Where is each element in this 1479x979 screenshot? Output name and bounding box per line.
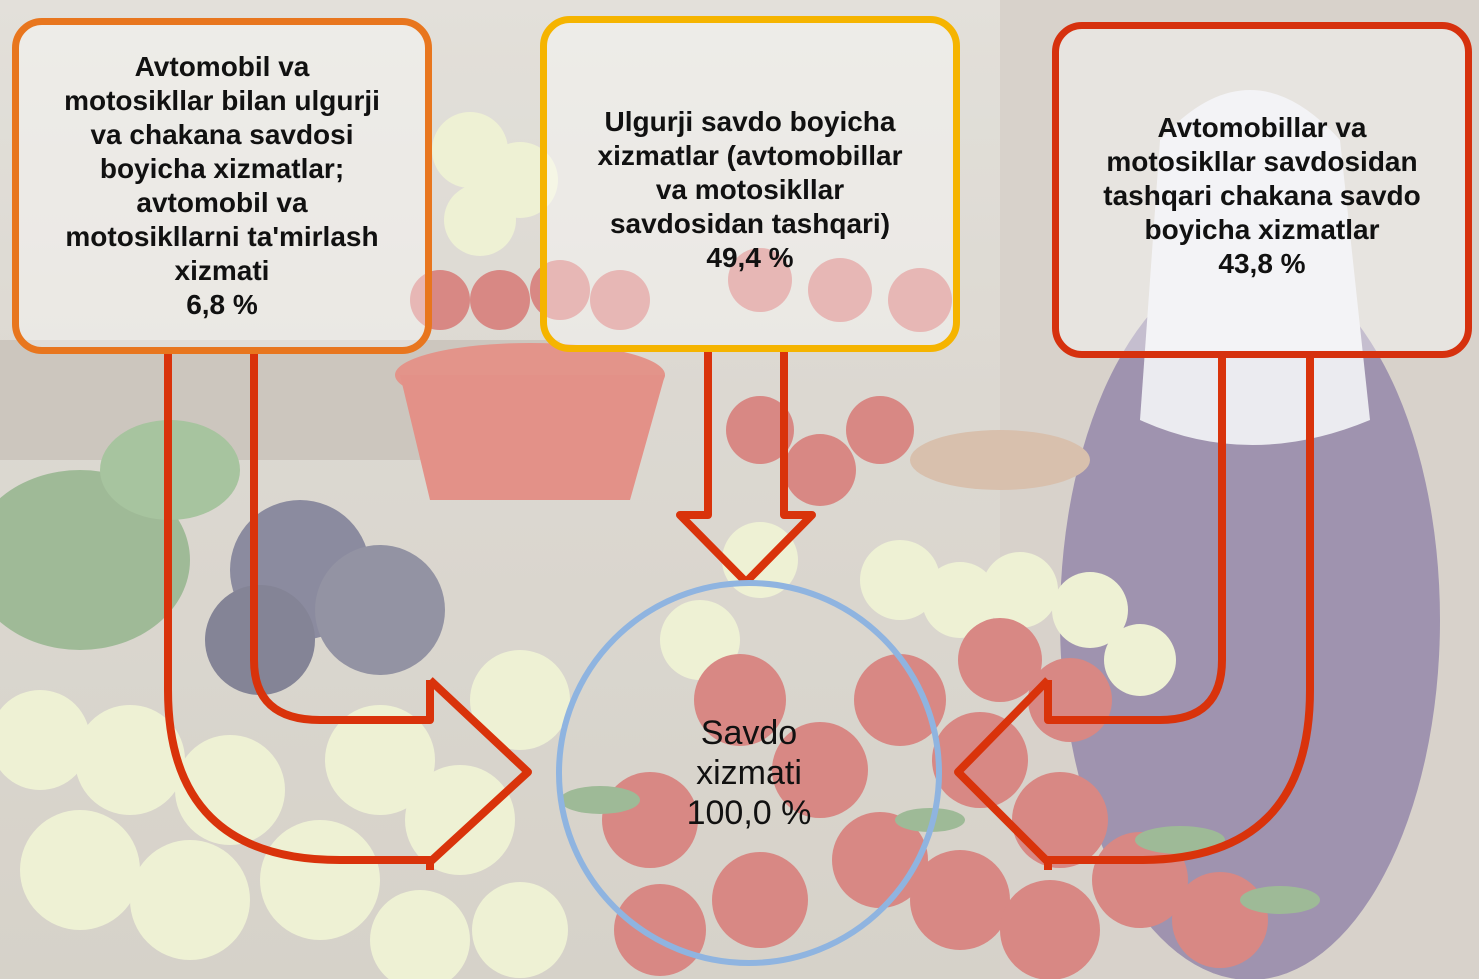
arrow-right-head: [954, 677, 1051, 865]
category-box-left: Avtomobil va motosikllar bilan ulgurji v…: [12, 18, 432, 354]
box-middle-percent: 49,4 %: [706, 242, 794, 273]
arrow-left-head: [427, 677, 532, 865]
center-line-2: xizmati: [696, 754, 802, 792]
box-left-line-7: xizmati: [174, 255, 270, 286]
arrow-right-outer: [1044, 358, 1314, 870]
box-right-line-2: motosikllar savdosidan: [1106, 146, 1418, 177]
arrow-left-inner: [250, 354, 434, 724]
box-left-percent: 6,8 %: [186, 289, 258, 320]
box-left-line-4: boyicha xizmatlar;: [99, 153, 345, 184]
box-right-line-4: boyicha xizmatlar: [1144, 214, 1380, 245]
box-middle-line-4: savdosidan tashqari): [609, 208, 891, 239]
box-middle-line-3: va motosikllar: [655, 174, 845, 205]
arrow-left-outer: [164, 354, 434, 870]
arrow-middle-body: [676, 352, 816, 586]
box-left-line-5: avtomobil va: [136, 187, 308, 218]
arrow-right-inner: [1044, 358, 1226, 724]
center-line-1: Savdo: [700, 714, 798, 752]
box-middle-line-2: xizmatlar (avtomobillar: [597, 140, 903, 171]
box-left-line-3: va chakana savdosi: [90, 119, 354, 150]
category-box-right: Avtomobillar va motosikllar savdosidan t…: [1052, 22, 1472, 358]
box-left-line-2: motosikllar bilan ulgurji: [64, 85, 380, 116]
box-right-line-1: Avtomobillar va: [1157, 112, 1367, 143]
box-middle-line-1: Ulgurji savdo boyicha: [604, 106, 896, 137]
category-box-middle: Ulgurji savdo boyicha xizmatlar (avtomob…: [540, 16, 960, 352]
center-percent: 100,0 %: [686, 794, 812, 832]
box-right-line-3: tashqari chakana savdo: [1103, 180, 1421, 211]
box-right-percent: 43,8 %: [1218, 248, 1306, 279]
box-left-line-6: motosikllarni ta'mirlash: [65, 221, 379, 252]
total-circle: Savdo xizmati 100,0 %: [556, 580, 942, 966]
box-left-line-1: Avtomobil va: [134, 51, 310, 82]
